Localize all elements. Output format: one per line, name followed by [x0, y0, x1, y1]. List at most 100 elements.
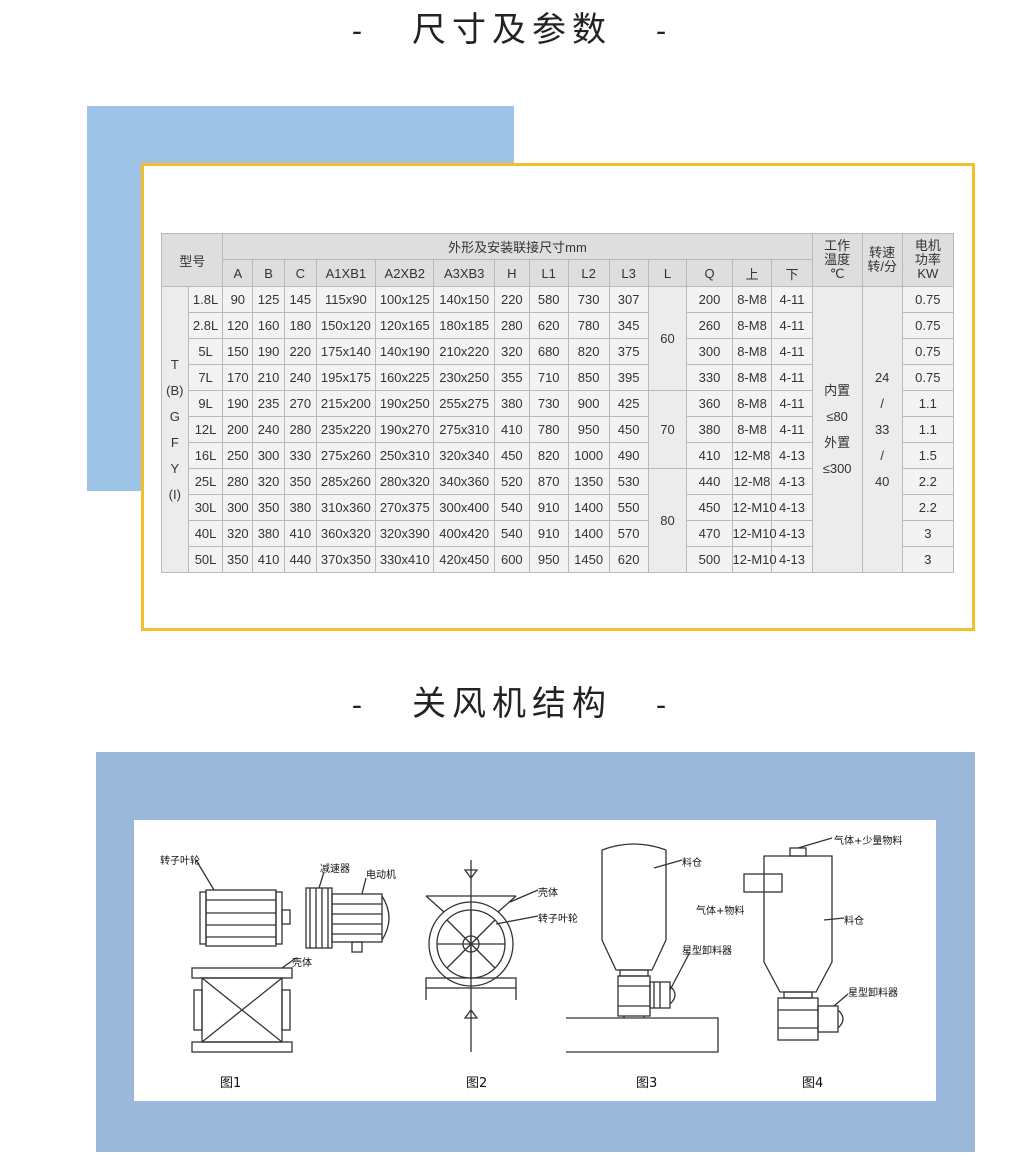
figure-caption-3: 图3 — [636, 1076, 658, 1091]
cell-value: 1400 — [567, 520, 610, 547]
cell-value: 307 — [608, 286, 649, 313]
label-feeder: 星型卸料器 — [848, 988, 898, 999]
cell-value: 235 — [252, 390, 285, 417]
cell-value: 300 — [252, 442, 285, 469]
cell-value: 260 — [686, 312, 733, 339]
cell-model: 40L — [187, 520, 224, 547]
col-header: C — [283, 259, 317, 287]
cell-model: 30L — [187, 494, 224, 521]
label-motor: 电动机 — [366, 870, 396, 881]
cell-value: 8-M8 — [731, 286, 773, 313]
cell-value: 910 — [528, 494, 569, 521]
fig1-motor-drawing — [305, 871, 390, 953]
cell-value: 450 — [493, 442, 530, 469]
figure-caption-2: 图2 — [466, 1076, 488, 1091]
cell-value: 900 — [567, 390, 610, 417]
cell-value: 4-13 — [771, 546, 813, 573]
cell-value: 250x310 — [375, 442, 435, 469]
cell-value: 160x225 — [375, 364, 435, 391]
cell-value: 360x320 — [315, 520, 377, 547]
cell-value: 320 — [222, 520, 254, 547]
structure-diagram: 转子叶轮 减速器 电动机 壳体 图1 壳体 转子叶轮 图2 料仓 星型卸料器 图… — [134, 820, 936, 1101]
cell-value: 240 — [252, 416, 285, 443]
col-header: L — [647, 259, 688, 287]
col-header: Q — [686, 259, 733, 287]
cell-value: 300 — [686, 338, 733, 365]
fig4-cyclone-drawing — [743, 837, 849, 1041]
cell-value: 12-M10 — [731, 546, 777, 573]
cell-value: 190x270 — [375, 416, 435, 443]
col-header: 下 — [771, 259, 813, 287]
cell-speed: 24/33/40 — [861, 286, 903, 573]
cell-value: 520 — [493, 468, 530, 495]
cell-value: 275x310 — [433, 416, 495, 443]
col-header: A — [222, 259, 254, 287]
cell-value: 180x185 — [433, 312, 495, 339]
cell-value: 4-13 — [771, 468, 813, 495]
cell-value: 190x250 — [375, 390, 435, 417]
cell-value: 300 — [222, 494, 254, 521]
cell-value: 4-13 — [771, 520, 813, 547]
cell-value: 450 — [608, 416, 649, 443]
col-header: B — [252, 259, 285, 287]
section-title-structure: -关风机结构- — [0, 676, 1024, 725]
fig3-bin-drawing — [566, 843, 719, 1053]
cell-value: 150 — [222, 338, 254, 365]
cell-value: 345 — [608, 312, 649, 339]
cell-power: 2.2 — [901, 494, 955, 521]
cell-power: 1.5 — [901, 442, 955, 469]
cell-value: 275x260 — [315, 442, 377, 469]
label-housing: 壳体 — [292, 958, 312, 969]
cell-power: 0.75 — [901, 312, 955, 339]
cell-value: 1400 — [567, 494, 610, 521]
cell-value: 125 — [252, 286, 285, 313]
cell-value: 195x175 — [315, 364, 377, 391]
cell-value: 240 — [283, 364, 317, 391]
cell-model: 50L — [187, 546, 224, 573]
cell-value: 270 — [283, 390, 317, 417]
label-bin: 料仓 — [682, 858, 702, 869]
cell-value: 470 — [686, 520, 733, 547]
cell-value: 4-11 — [771, 390, 813, 417]
cell-value: 370x350 — [315, 546, 377, 573]
cell-value: 410 — [686, 442, 733, 469]
cell-value: 230x250 — [433, 364, 495, 391]
cell-value: 145 — [283, 286, 317, 313]
cell-value: 380 — [493, 390, 530, 417]
cell-value: 550 — [608, 494, 649, 521]
cell-value: 220 — [283, 338, 317, 365]
title-text: 关风机结构 — [412, 684, 612, 724]
cell-value: 395 — [608, 364, 649, 391]
cell-value: 150x120 — [315, 312, 377, 339]
cell-value: 360 — [686, 390, 733, 417]
fig1-housing-drawing — [191, 957, 297, 1053]
cell-value: 540 — [493, 494, 530, 521]
cell-value: 8-M8 — [731, 416, 773, 443]
cell-value: 420x450 — [433, 546, 495, 573]
cell-value: 355 — [493, 364, 530, 391]
label-reducer: 减速器 — [320, 864, 350, 875]
label-gas-material: 气体+物料 — [696, 906, 745, 917]
cell-value: 320x340 — [433, 442, 495, 469]
cell-value: 8-M8 — [731, 390, 773, 417]
cell-value: 320 — [493, 338, 530, 365]
cell-value: 1000 — [567, 442, 610, 469]
cell-value: 330x410 — [375, 546, 435, 573]
cell-value: 580 — [528, 286, 569, 313]
cell-value: 4-11 — [771, 338, 813, 365]
cell-value: 280 — [283, 416, 317, 443]
cell-power: 1.1 — [901, 390, 955, 417]
label-bin: 料仓 — [844, 916, 864, 927]
cell-value: 255x275 — [433, 390, 495, 417]
cell-value: 500 — [686, 546, 733, 573]
cell-value: 12-M8 — [731, 468, 773, 495]
cell-value: 270x375 — [375, 494, 435, 521]
fig1-rotor-drawing — [195, 859, 291, 947]
